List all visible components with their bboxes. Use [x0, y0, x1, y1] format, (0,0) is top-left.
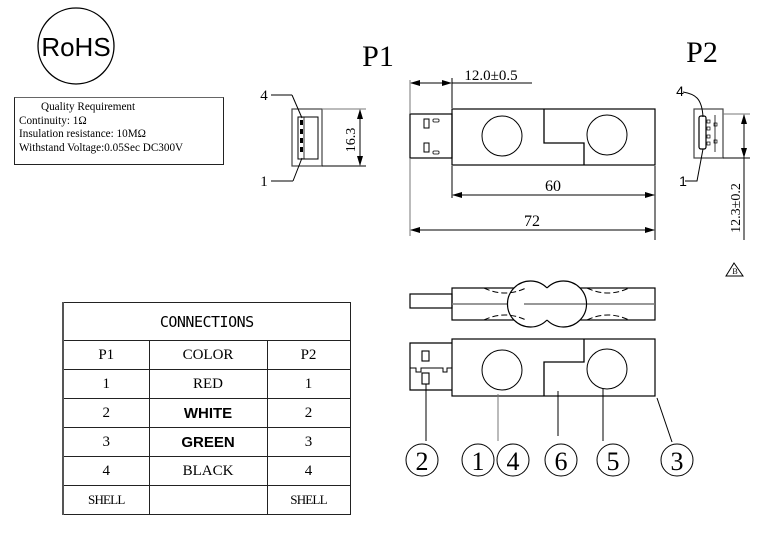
- header-p2: P2: [266, 340, 351, 370]
- svg-text:2: 2: [416, 447, 429, 476]
- rohs-logo: RoHS: [37, 7, 115, 85]
- row-p1: 2: [62, 398, 150, 428]
- svg-text:6: 6: [555, 447, 568, 476]
- svg-text:3: 3: [671, 447, 684, 476]
- row-p2: 4: [266, 456, 351, 486]
- p1-end-view: P1 16.3 4 1: [260, 40, 394, 190]
- p2-end-view: P2 12.3±0.2 4 1 B: [676, 36, 750, 277]
- row-p1: 1: [62, 369, 150, 399]
- insulation-line: Insulation resistance: 10MΩ: [19, 128, 147, 140]
- p2-height-dim: 12.3±0.2: [729, 183, 744, 233]
- svg-text:1: 1: [472, 447, 485, 476]
- connections-table: CONNECTIONS P1 COLOR P2 1 RED 1 2 WHITE …: [62, 302, 351, 515]
- side-view: [409, 280, 656, 328]
- withstand-voltage-line: Withstand Voltage:0.05Sec DC300V: [19, 141, 184, 154]
- callout-5: 5: [596, 443, 630, 477]
- p1-height-dim: 16.3: [344, 128, 359, 153]
- plug-length-dim: 12.0±0.5: [464, 68, 517, 84]
- bottom-view: [409, 338, 673, 443]
- total-length-dim: 72: [524, 213, 540, 230]
- table-row: SHELL SHELL: [62, 485, 351, 515]
- p2-pin-top-label: 4: [676, 83, 684, 99]
- table-header-row: P1 COLOR P2: [62, 340, 351, 370]
- table-row: 1 RED 1: [62, 369, 351, 399]
- top-view: 12.0±0.5 60 72: [409, 68, 656, 240]
- p2-title: P2: [686, 36, 718, 69]
- p1-pin-bottom-label: 1: [260, 174, 268, 190]
- row-p2: SHELL: [266, 485, 351, 515]
- callout-2: 2: [405, 443, 439, 477]
- row-p2: 1: [266, 369, 351, 399]
- p1-pin-top-label: 4: [260, 88, 268, 104]
- table-row: 4 BLACK 4: [62, 456, 351, 486]
- table-row: 3 GREEN 3: [62, 427, 351, 457]
- body-length-dim: 60: [545, 178, 561, 195]
- row-color: GREEN: [148, 427, 268, 457]
- callout-1: 1: [461, 443, 495, 477]
- revision-mark: B: [732, 267, 737, 276]
- continuity-line: Continuity: 1Ω: [19, 114, 87, 127]
- row-p1: 3: [62, 427, 150, 457]
- connections-title: CONNECTIONS: [62, 302, 351, 341]
- row-color: RED: [148, 369, 268, 399]
- row-p2: 3: [266, 427, 351, 457]
- header-p1: P1: [62, 340, 150, 370]
- row-color: [148, 485, 268, 515]
- p2-pin-bottom-label: 1: [679, 173, 687, 189]
- row-p1: SHELL: [62, 485, 150, 515]
- table-row: 2 WHITE 2: [62, 398, 351, 428]
- svg-text:5: 5: [607, 447, 620, 476]
- svg-text:4: 4: [507, 447, 520, 476]
- callouts: 2 1 4 6 5 3: [405, 443, 694, 477]
- row-p2: 2: [266, 398, 351, 428]
- row-p1: 4: [62, 456, 150, 486]
- callout-4: 4: [496, 443, 530, 477]
- quality-requirement-title: Quality Requirement: [41, 101, 136, 113]
- rohs-label: RoHS: [41, 32, 110, 62]
- row-color: WHITE: [148, 398, 268, 428]
- p1-title: P1: [362, 40, 394, 73]
- row-color: BLACK: [148, 456, 268, 486]
- callout-3: 3: [660, 443, 694, 477]
- quality-requirement-box: Quality Requirement Continuity: 1Ω Insul…: [14, 97, 224, 165]
- callout-6: 6: [544, 443, 578, 477]
- header-color: COLOR: [148, 340, 268, 370]
